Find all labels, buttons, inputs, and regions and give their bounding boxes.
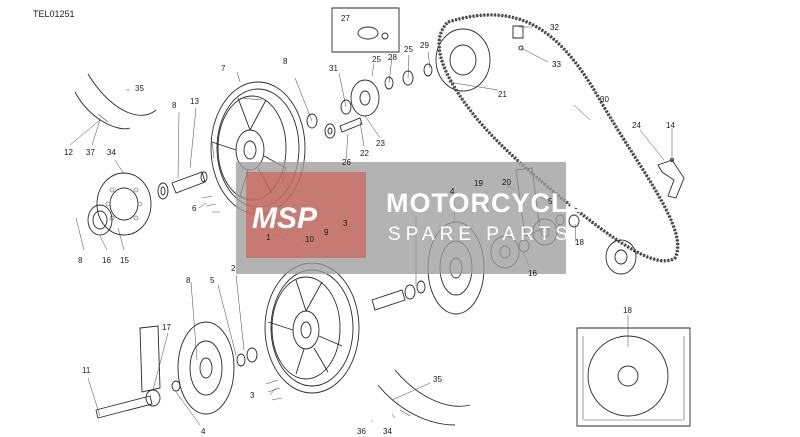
watermark-logo: MSP (252, 202, 318, 235)
callout-24: 23 (376, 139, 385, 148)
callout-5-a: 4 (450, 187, 455, 196)
callout-21: 21 (498, 90, 507, 99)
callout-31: 31 (329, 64, 338, 73)
fork-and-front-axle (95, 325, 181, 419)
part-27-box (331, 7, 400, 53)
callout-26: 18 (623, 306, 632, 315)
callout-16-a: 8 (78, 256, 83, 265)
diagram-code: TEL01251 (33, 9, 75, 19)
front-wheel-illustration (264, 262, 360, 394)
callout-36: 36 (357, 427, 366, 436)
callout-8-d: 2 (231, 264, 236, 273)
callout-32: 32 (550, 23, 559, 32)
callout-6: 5 (548, 197, 553, 206)
callout-8-b: 8 (172, 101, 177, 110)
callout-37: 12 (64, 148, 73, 157)
callout-15: 16 (102, 256, 111, 265)
callout-25-a: 25 (404, 45, 413, 54)
callout-8-a: 8 (283, 57, 288, 66)
watermark: MSP MOTORCYCLE SPARE PARTS (236, 162, 588, 274)
callout-19: 34 (107, 148, 116, 157)
callout-23: 22 (360, 149, 369, 158)
watermark-title: MOTORCYCLE (386, 188, 588, 218)
callout-18-a: 3 (343, 219, 348, 228)
callout-16-b: 15 (120, 256, 129, 265)
callout-35-b: 35 (433, 375, 442, 384)
drive-chain (437, 13, 680, 263)
callout-13: 13 (190, 97, 199, 106)
callout-30: 30 (600, 95, 609, 104)
watermark-subtitle: SPARE PARTS (388, 224, 573, 245)
callout-10: 1 (266, 233, 271, 242)
callout-7: 7 (221, 64, 226, 73)
rear-sprocket-assembly (339, 28, 491, 133)
callout-3-b: 3 (250, 391, 255, 400)
callout-25-b: 25 (372, 55, 381, 64)
chain-adjuster-parts (512, 25, 524, 51)
callout-5-b: 8 (186, 276, 191, 285)
callout-2: 16 (528, 269, 537, 278)
callout-4-a: 20 (502, 178, 511, 187)
watermark-logo-mark (246, 172, 366, 258)
callout-34-b: 34 (383, 427, 392, 436)
front-axle-parts (236, 280, 426, 367)
callout-22: 26 (342, 158, 351, 167)
callout-8-c: 9 (324, 228, 329, 237)
callout-34-a: 37 (86, 148, 95, 157)
callout-4-b: 4 (201, 427, 206, 436)
callout-9: 10 (305, 235, 314, 244)
callout-14: 24 (632, 121, 641, 130)
rear-brake-disc (87, 172, 152, 236)
callout-labels: 27 32 33 29 25 28 25 7 8 31 21 30 35 8 1… (64, 14, 675, 436)
callout-33: 33 (552, 60, 561, 69)
rear-axle-parts (157, 113, 336, 200)
callout-11: 11 (82, 366, 91, 375)
callout-29: 29 (420, 41, 429, 50)
callout-1: 18 (575, 238, 584, 247)
tyre-fragments (74, 73, 471, 426)
callout-35-a: 35 (135, 84, 144, 93)
callout-27: 27 (341, 14, 350, 23)
callout-3-a: 6 (192, 204, 197, 213)
callout-28: 28 (388, 53, 397, 62)
part-26-detail-box (576, 327, 691, 427)
callout-18-b: 5 (210, 276, 215, 285)
callout-17: 17 (162, 323, 171, 332)
callout-20: 19 (474, 179, 483, 188)
callout-12: 14 (666, 121, 675, 130)
